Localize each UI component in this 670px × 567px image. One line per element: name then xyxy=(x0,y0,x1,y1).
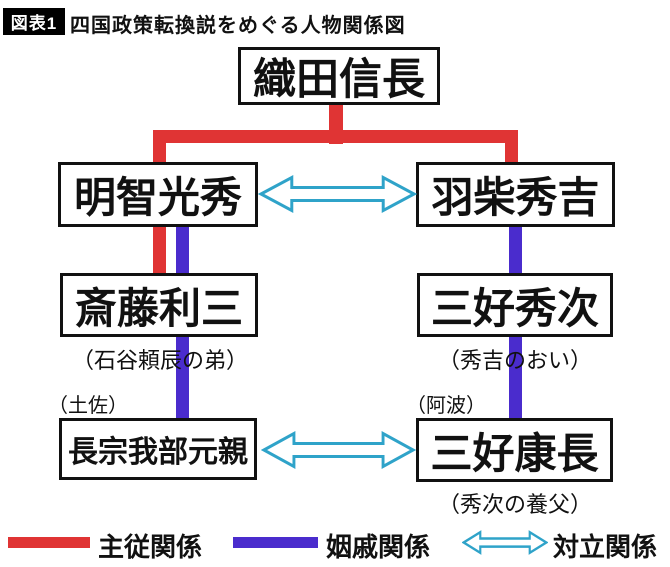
node-saito-toshimitsu: 斎藤利三 xyxy=(60,273,258,337)
diagram-title: 四国政策転換説をめぐる人物関係図 xyxy=(70,15,406,37)
edge-akechi-saito-red-line xyxy=(153,225,166,275)
yasunaga-note: （秀次の養父） xyxy=(437,492,592,517)
figure-number-badge: 図表1 xyxy=(3,8,65,35)
legend-opposition-label: 対立関係 xyxy=(553,532,658,562)
opposition-arrow-akechi-hashiba xyxy=(258,175,417,213)
edge-nobunaga-hashiba-red-line xyxy=(505,130,518,164)
legend-red-line-swatch xyxy=(8,537,90,548)
node-miyoshi-hidetsugu: 三好秀次 xyxy=(417,273,613,337)
legend-opposition-arrow-icon xyxy=(462,530,548,555)
chosokabe-region-label: （土佐） xyxy=(48,395,128,417)
edge-nobunaga-akechi-red-line xyxy=(153,130,166,164)
yasunaga-region-label: （阿波） xyxy=(406,395,486,417)
edge-nobunaga-branch-red-line xyxy=(153,130,518,143)
saito-note: （石谷頼辰の弟） xyxy=(71,348,248,373)
node-chosokabe-motochika: 長宗我部元親 xyxy=(59,418,257,480)
node-hashiba-hideyoshi: 羽柴秀吉 xyxy=(416,162,615,227)
legend-marriage-label: 姻戚関係 xyxy=(326,532,431,562)
node-oda-nobunaga: 織田信長 xyxy=(238,47,440,105)
node-miyoshi-yasunaga: 三好康長 xyxy=(416,418,613,482)
hidetsugu-note: （秀吉のおい） xyxy=(437,348,592,373)
legend-master-servant-label: 主従関係 xyxy=(98,532,203,562)
opposition-arrow-chosokabe-yasunaga xyxy=(261,431,416,469)
node-akechi-mitsuhide: 明智光秀 xyxy=(58,162,258,227)
legend-purple-line-swatch xyxy=(233,537,318,548)
